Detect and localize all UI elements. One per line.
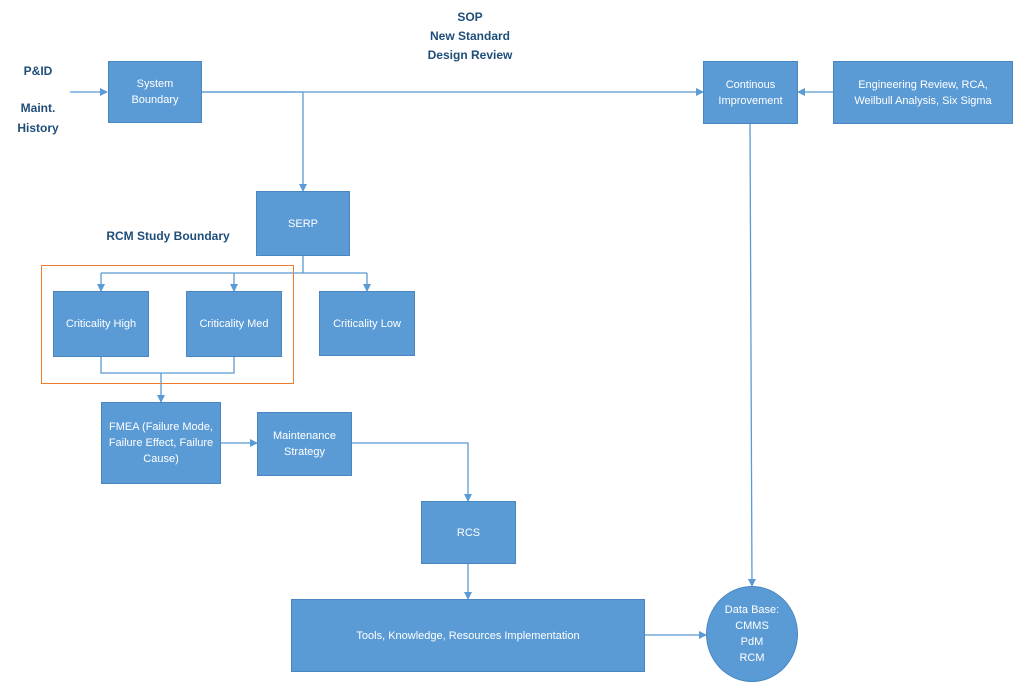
criticality-high-box: Criticality High xyxy=(53,291,149,357)
arrow-system-to-serp xyxy=(202,91,307,192)
rcm-study-boundary-frame xyxy=(41,265,294,384)
database-circle: Data Base: CMMS PdM RCM xyxy=(706,586,798,682)
engineering-review-box: Engineering Review, RCA, Weilbull Analys… xyxy=(833,61,1013,124)
system-boundary-box: System Boundary xyxy=(108,61,202,123)
sop-label: SOP xyxy=(457,10,483,24)
criticality-med-box: Criticality Med xyxy=(186,291,282,357)
fmea-box: FMEA (Failure Mode, Failure Effect, Fail… xyxy=(101,402,221,484)
pid-label: P&ID xyxy=(23,64,53,78)
maint-history-label-line2: History xyxy=(17,121,59,135)
new-standard-label: New Standard xyxy=(429,29,510,43)
maintenance-strategy-box: Maintenance Strategy xyxy=(257,412,352,476)
design-review-label: Design Review xyxy=(427,48,513,62)
arrow-improvement-to-database xyxy=(747,123,756,587)
rcs-box: RCS xyxy=(421,501,516,564)
tools-knowledge-resources-box: Tools, Knowledge, Resources Implementati… xyxy=(291,599,645,672)
arrow-strategy-to-rcs xyxy=(352,442,472,502)
continous-improvement-box: Continous Improvement xyxy=(703,61,798,124)
criticality-low-box: Criticality Low xyxy=(319,291,415,356)
serp-box: SERP xyxy=(256,191,350,256)
rcm-study-boundary-label: RCM Study Boundary xyxy=(106,229,230,243)
maint-history-label-line1: Maint. xyxy=(20,101,56,115)
